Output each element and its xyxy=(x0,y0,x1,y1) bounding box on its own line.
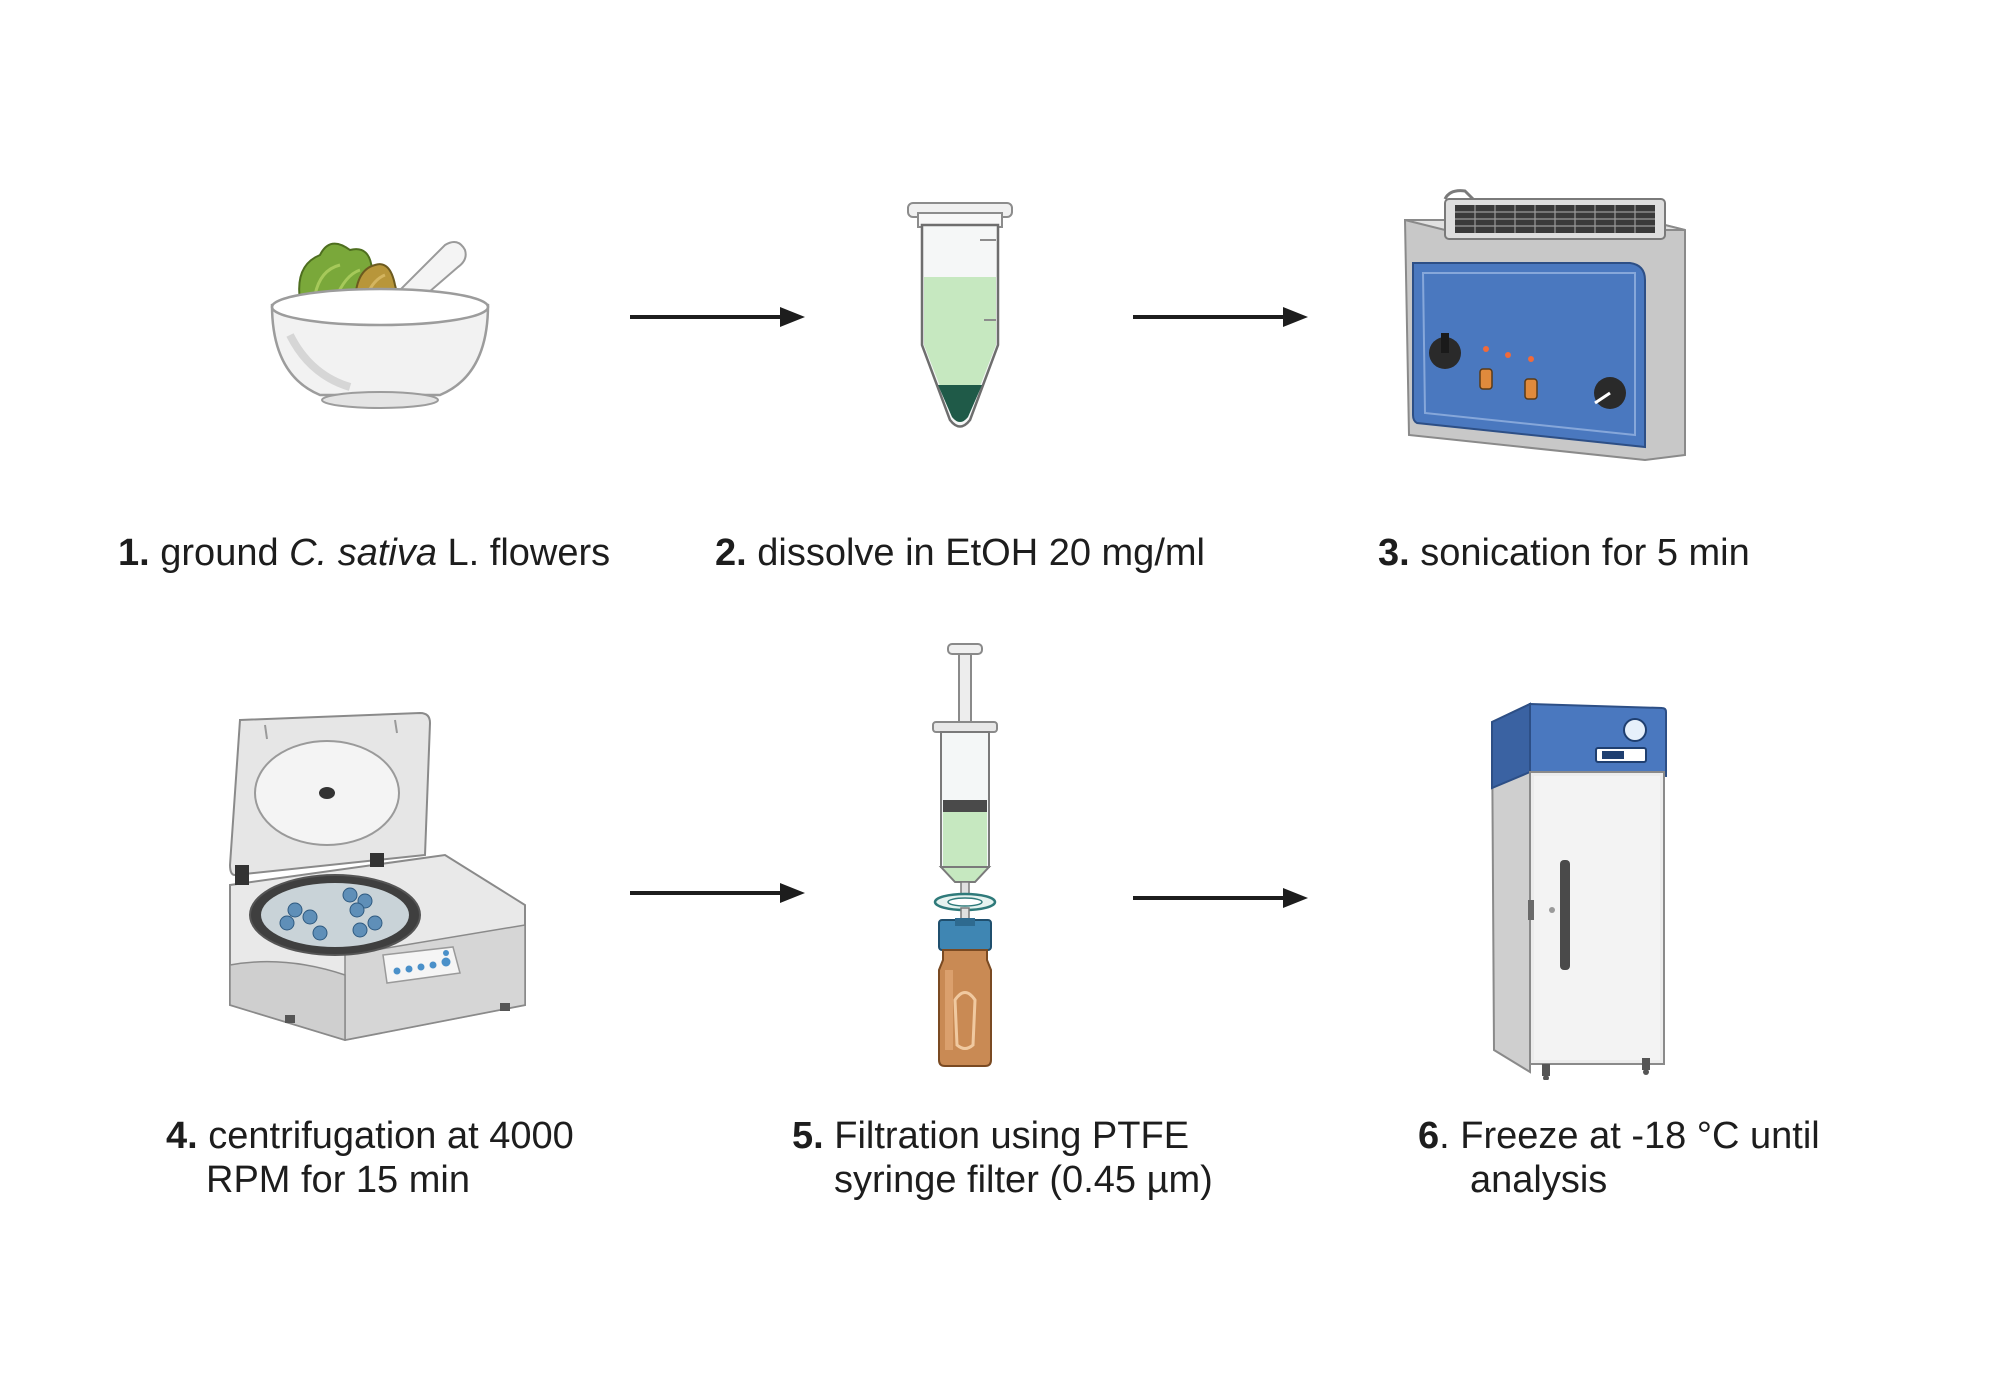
step-text-line2: syringe filter (0.45 µm) xyxy=(834,1159,1213,1201)
step-number: 3. xyxy=(1378,532,1410,574)
step-number: 2. xyxy=(715,532,747,574)
syringe-filter-vial-icon xyxy=(932,643,998,1067)
arrow-right-icon xyxy=(630,307,805,327)
step-text: Filtration using PTFE xyxy=(834,1115,1190,1157)
step-text: sonication for 5 min xyxy=(1420,532,1750,574)
microcentrifuge-tube-icon xyxy=(907,202,1013,428)
arrow-right-icon xyxy=(630,883,805,903)
step-4-label: 4. centrifugation at 4000 RPM for 15 min xyxy=(166,1114,574,1202)
step-3-label: 3. sonication for 5 min xyxy=(1378,531,1750,575)
step-text: dissolve in EtOH 20 mg/ml xyxy=(757,532,1205,574)
ultrasonic-bath-icon xyxy=(1403,189,1686,462)
freezer-icon xyxy=(1490,702,1667,1080)
species-name: C. sativa xyxy=(289,532,437,574)
step-number: 4. xyxy=(166,1115,198,1157)
step-text: centrifugation at 4000 xyxy=(208,1115,574,1157)
step-2-label: 2. dissolve in EtOH 20 mg/ml xyxy=(715,531,1205,575)
arrow-right-icon xyxy=(1133,307,1308,327)
step-text: L. flowers xyxy=(436,532,611,574)
step-text: ground xyxy=(160,532,290,574)
step-text-line2: RPM for 15 min xyxy=(206,1159,470,1201)
step-text-line2: analysis xyxy=(1470,1159,1608,1201)
mortar-pestle-icon xyxy=(270,240,490,409)
arrow-right-icon xyxy=(1133,888,1308,908)
step-6-label: 6. Freeze at -18 °C until analysis xyxy=(1418,1114,1820,1202)
step-text: . Freeze at -18 °C until xyxy=(1439,1115,1820,1157)
centrifuge-icon xyxy=(228,711,526,1042)
step-number: 6 xyxy=(1418,1115,1440,1157)
step-5-label: 5. Filtration using PTFE syringe filter … xyxy=(792,1114,1213,1202)
step-number: 5. xyxy=(792,1115,824,1157)
step-1-label: 1. ground C. sativa L. flowers xyxy=(118,531,610,575)
step-number: 1. xyxy=(118,532,150,574)
